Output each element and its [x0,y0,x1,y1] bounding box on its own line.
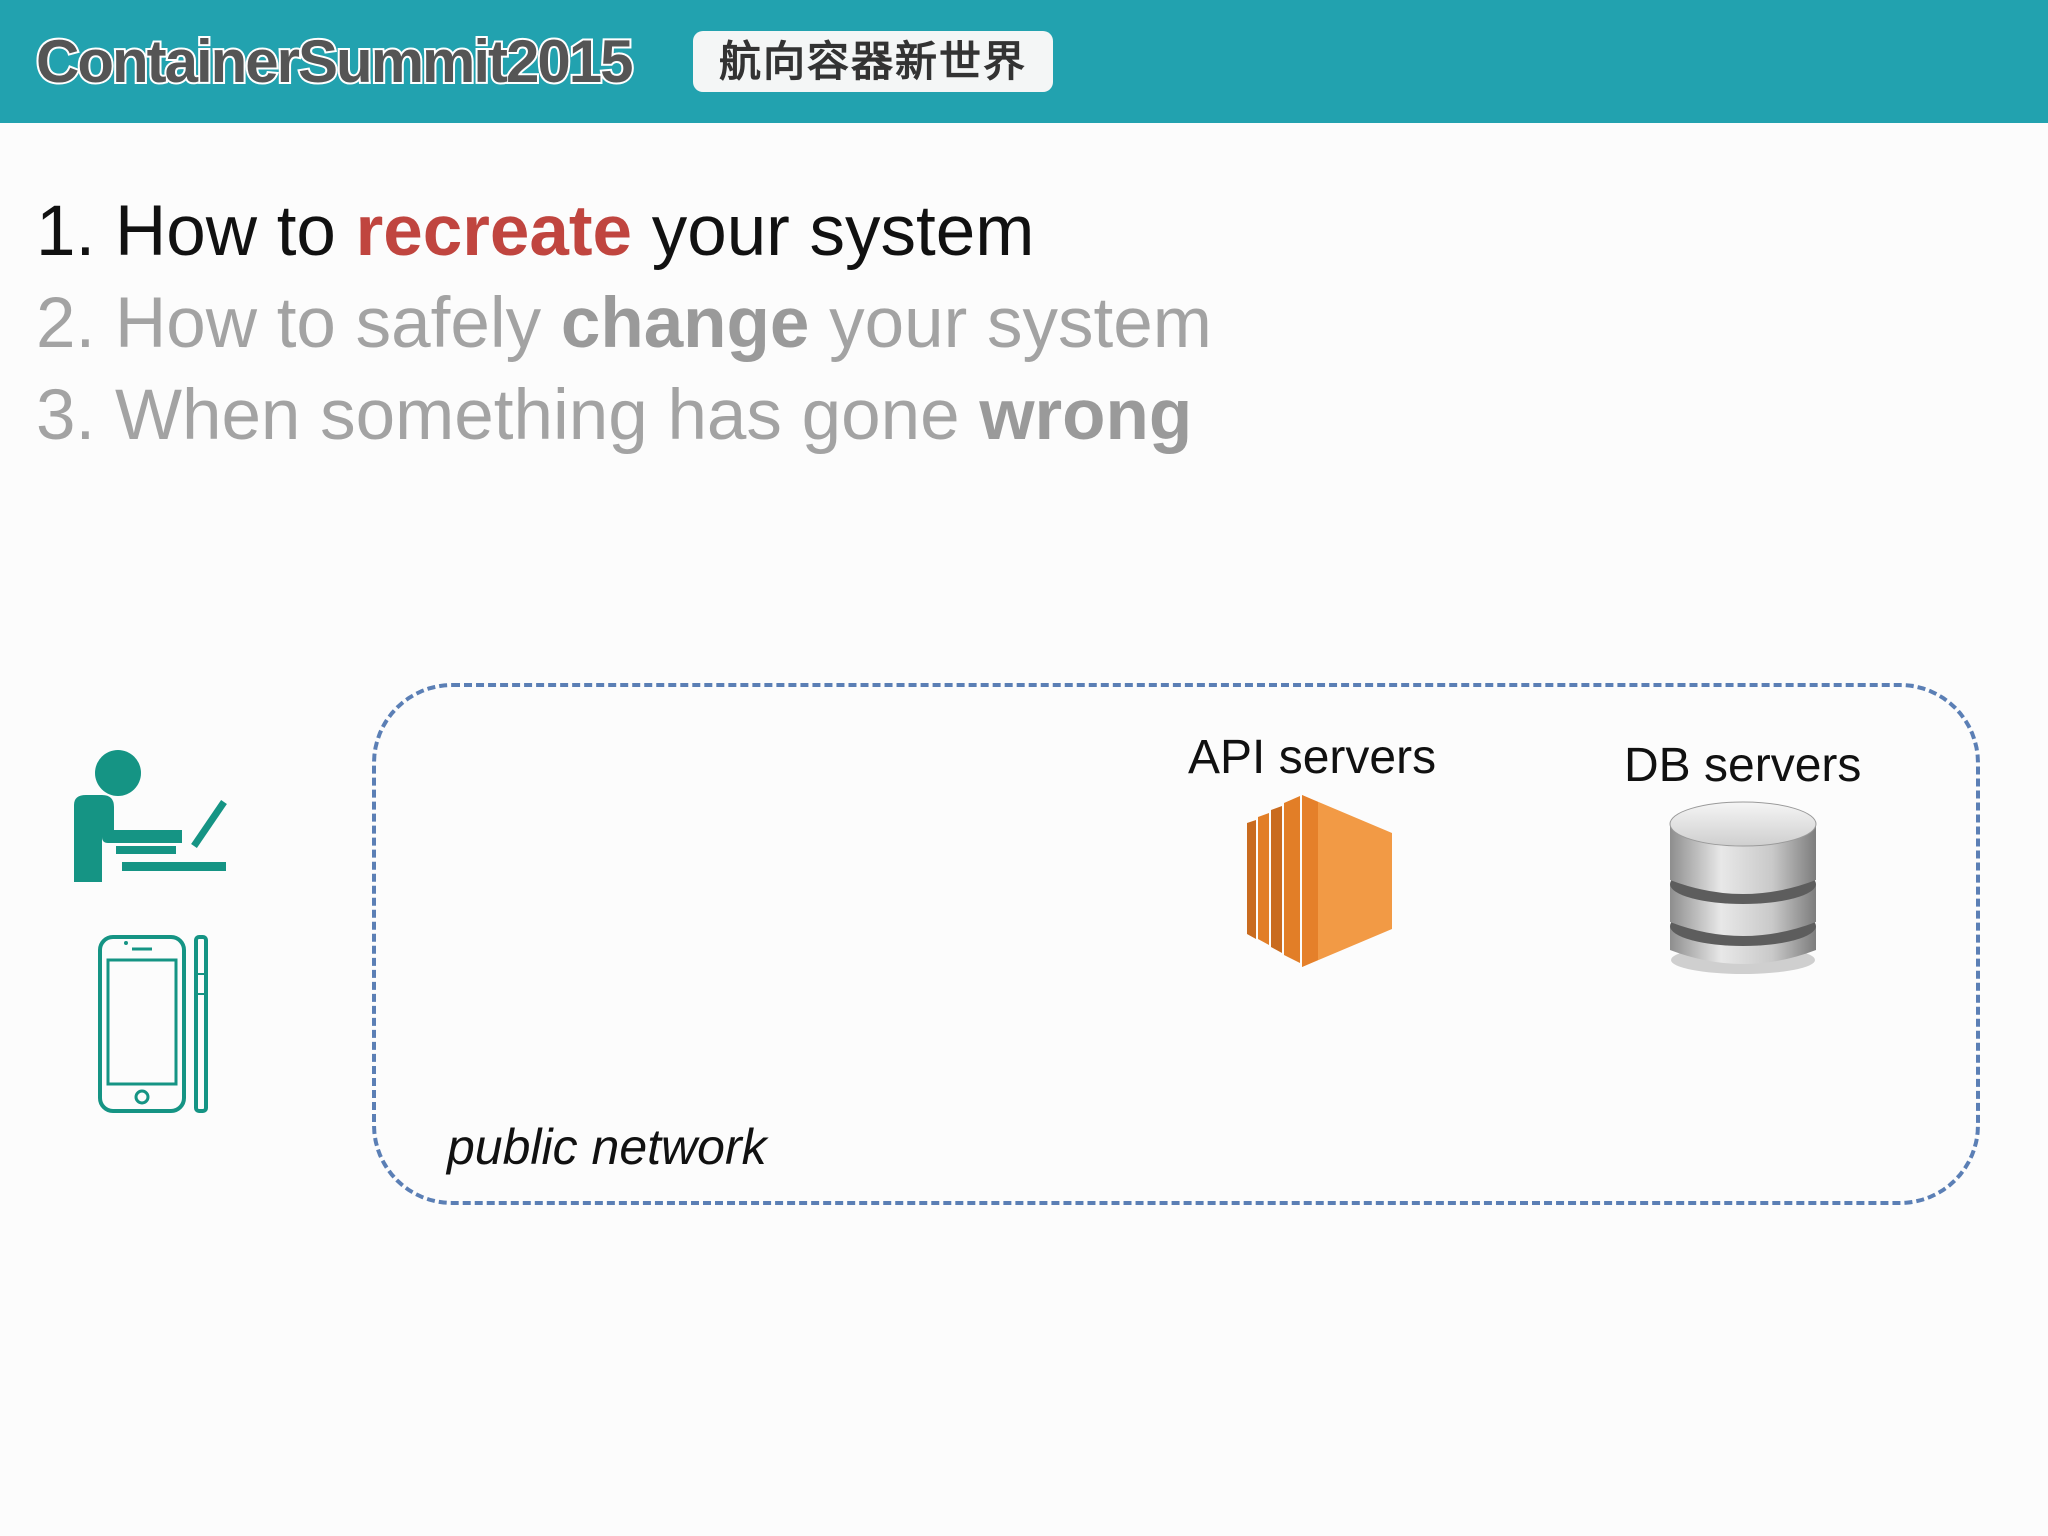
agenda-item-text: your system [631,192,1035,271]
api-server-icon [1247,795,1392,967]
agenda-item-text: 1. How to [36,192,356,271]
agenda-item-recreate: 1. How to recreate your system [36,186,1212,278]
agenda-item-emphasis: change [560,284,810,363]
agenda-item-text: your system [809,284,1212,363]
agenda-item-emphasis: wrong [979,376,1193,455]
database-icon [1669,801,1817,974]
header-bar: ContainerSummit2015 航向容器新世界 [0,0,2048,123]
db-servers-label: DB servers [1624,739,1862,792]
brand-tagline: 航向容器新世界 [693,31,1053,92]
smartphone-icon [98,935,208,1113]
agenda-item-text: 3. When something has gone [36,376,980,455]
agenda-item-wrong: 3. When something has gone wrong [36,370,1212,462]
brand-logo: ContainerSummit2015 [34,26,636,97]
agenda-item-text: 2. How to safely [36,284,561,363]
agenda-item-change: 2. How to safely change your system [36,278,1212,370]
agenda-list: 1. How to recreate your system 2. How to… [36,186,1212,462]
public-network-boundary [372,683,1980,1205]
agenda-item-emphasis: recreate [355,192,632,271]
public-network-label: public network [447,1119,767,1175]
user-at-laptop-icon [74,750,227,882]
api-servers-label: API servers [1188,731,1437,784]
